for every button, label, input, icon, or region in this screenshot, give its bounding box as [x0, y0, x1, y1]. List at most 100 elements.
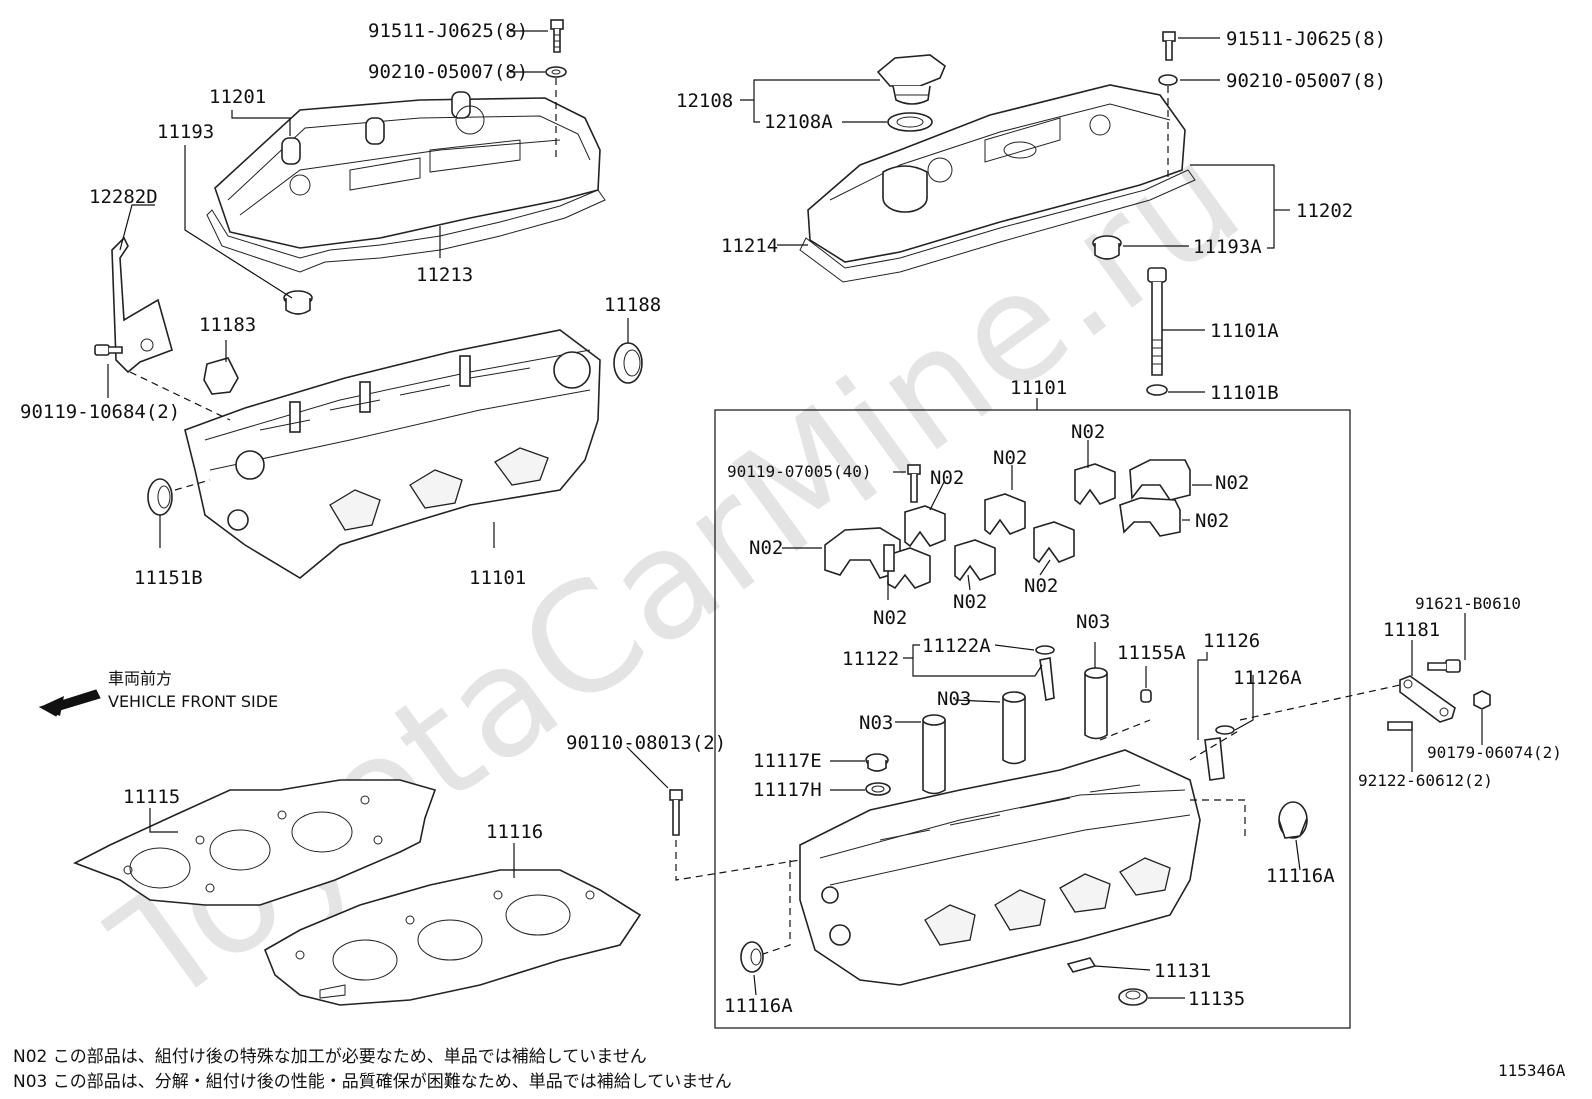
bracket-12282d — [111, 236, 173, 374]
label-n02-3: N02 — [1071, 421, 1105, 443]
label-90210-left: 90210-05007(8) — [368, 61, 528, 83]
stud-92122-60612 — [1387, 721, 1413, 731]
plug-11131 — [1066, 957, 1097, 973]
bolt-90110-08013 — [669, 789, 683, 836]
vehicle-front-jp: 車両前方 — [108, 669, 172, 688]
label-n03-1: N03 — [1076, 611, 1110, 633]
label-11183: 11183 — [199, 314, 256, 336]
bolt-91511-left — [550, 19, 564, 53]
label-91511-right: 91511-J0625(8) — [1226, 28, 1386, 50]
bracket-11181 — [1399, 675, 1456, 723]
label-11201: 11201 — [209, 86, 266, 108]
label-11135: 11135 — [1188, 988, 1245, 1010]
plug-11117e — [865, 753, 889, 772]
spark-plug-tubes-n03 — [922, 667, 1108, 795]
label-92122: 92122-60612(2) — [1358, 771, 1493, 790]
label-n02-2: N02 — [993, 447, 1027, 469]
head-gasket-11115 — [73, 779, 437, 906]
head-gasket-11116 — [263, 869, 642, 1006]
label-11116a-right: 11116A — [1266, 865, 1335, 887]
label-n02-5: N02 — [1195, 510, 1229, 532]
label-11155a: 11155A — [1117, 642, 1186, 664]
label-n02-4: N02 — [1215, 472, 1249, 494]
label-11116: 11116 — [486, 821, 543, 843]
label-11101-left: 11101 — [469, 567, 526, 589]
label-11126a: 11126A — [1233, 667, 1302, 689]
vehicle-front-en: VEHICLE FRONT SIDE — [108, 692, 278, 711]
washer-11101b — [1146, 384, 1168, 396]
diagram-id: 115346A — [1498, 1061, 1566, 1080]
label-11131: 11131 — [1154, 960, 1211, 982]
bolt-90119-10684 — [94, 344, 123, 356]
label-11101b: 11101B — [1210, 382, 1279, 404]
label-11122a: 11122A — [922, 635, 991, 657]
gasket-11117h — [865, 782, 891, 796]
cylinder-head-left — [184, 329, 601, 579]
label-n02-8: N02 — [953, 591, 987, 613]
label-90119-10684: 90119-10684(2) — [20, 401, 180, 423]
label-90179: 90179-06074(2) — [1427, 743, 1562, 762]
washer-90210-right — [1158, 74, 1178, 86]
label-11214: 11214 — [721, 235, 778, 257]
camshaft-bearing-caps — [824, 459, 1191, 590]
label-n03-2: N03 — [937, 688, 971, 710]
bolt-91621-b0610 — [1427, 659, 1461, 673]
label-11101-box: 11101 — [1010, 377, 1067, 399]
nut-90179-06074 — [1473, 690, 1491, 710]
label-11116a-left: 11116A — [724, 995, 793, 1017]
label-11181: 11181 — [1383, 619, 1440, 641]
label-11193a: 11193A — [1193, 236, 1262, 258]
oil-cap-gasket-12108a — [887, 112, 933, 132]
gasket-11214 — [799, 169, 1196, 283]
label-11126: 11126 — [1203, 630, 1260, 652]
note-n03: N03 この部品は、分解・組付け後の性能・品質確保が困難なため、単品では補給して… — [13, 1072, 732, 1092]
cylinder-head-subassembly-box — [714, 409, 1351, 1029]
label-11122: 11122 — [842, 648, 899, 670]
label-91511-left: 91511-J0625(8) — [368, 20, 528, 42]
bolt-91511-right — [1162, 31, 1176, 61]
label-11117e: 11117E — [753, 750, 822, 772]
label-n02-6: N02 — [749, 537, 783, 559]
tube-11122 — [1035, 645, 1055, 701]
plug-11116a-left — [740, 941, 764, 973]
seal-11188 — [613, 342, 643, 384]
label-n02-9: N02 — [873, 607, 907, 629]
bolt-90119-07005 — [907, 464, 921, 503]
label-11202: 11202 — [1296, 200, 1353, 222]
washer-90210-left — [545, 66, 567, 78]
label-91621-b0610: 91621-B0610 — [1415, 594, 1521, 613]
label-12108: 12108 — [676, 90, 733, 112]
oil-cap-12108 — [876, 54, 946, 105]
label-n02-1: N02 — [930, 467, 964, 489]
label-11188: 11188 — [604, 294, 661, 316]
cylinder-head-cover-right — [807, 84, 1186, 263]
seal-11135 — [1118, 988, 1148, 1006]
label-12108a: 12108A — [764, 111, 833, 133]
label-11151b: 11151B — [134, 567, 203, 589]
leader-lines — [107, 30, 1483, 999]
label-n02-7: N02 — [1024, 575, 1058, 597]
head-bolt-11101a — [1147, 267, 1167, 376]
label-11213: 11213 — [416, 264, 473, 286]
gasket-11213 — [206, 189, 606, 273]
label-11117h: 11117H — [753, 779, 822, 801]
plug-11183 — [203, 357, 239, 395]
cylinder-head-right — [799, 749, 1201, 986]
vehicle-front-arrow — [38, 689, 101, 717]
plug-11116a-right — [1278, 801, 1308, 839]
label-12282d: 12282D — [89, 186, 158, 208]
label-11115: 11115 — [123, 786, 180, 808]
grommet-11193 — [283, 290, 313, 315]
note-n02: N02 この部品は、組付け後の特殊な加工が必要なため、単品では補給していません — [13, 1047, 647, 1067]
label-11193: 11193 — [157, 121, 214, 143]
label-90119-07005: 90119-07005(40) — [727, 462, 872, 481]
label-90210-right: 90210-05007(8) — [1226, 70, 1386, 92]
union-11126 — [1204, 725, 1235, 781]
grommet-11193a — [1092, 235, 1122, 260]
label-n03-3: N03 — [859, 712, 893, 734]
label-11101a: 11101A — [1210, 320, 1279, 342]
label-90110: 90110-08013(2) — [566, 732, 726, 754]
pin-11155a — [1140, 689, 1152, 703]
seal-11151b — [147, 478, 173, 516]
